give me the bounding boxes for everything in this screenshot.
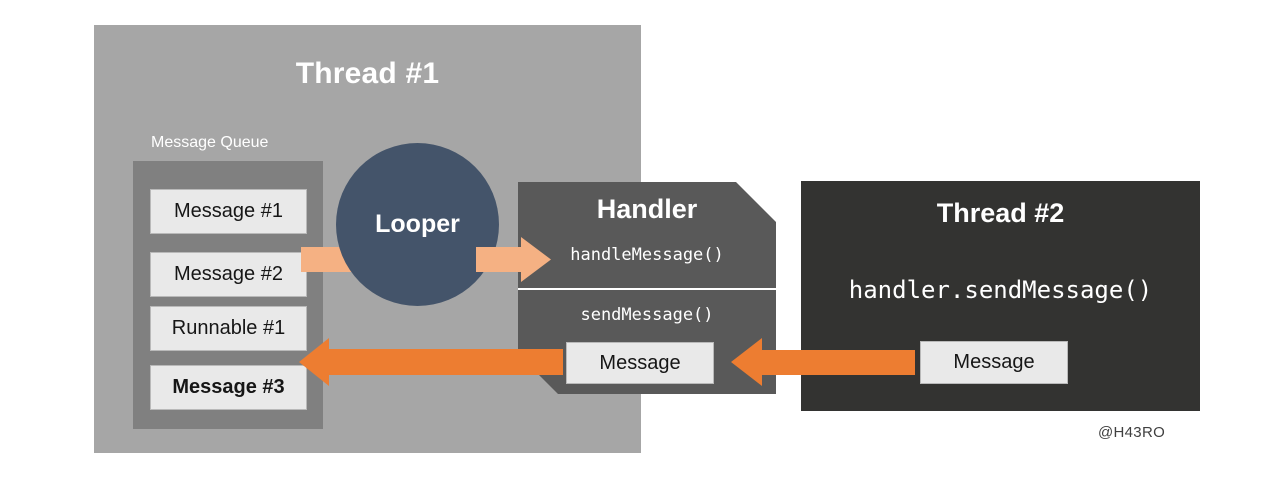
message-queue-label: Message Queue — [151, 134, 269, 151]
handler-handle-message-label: handleMessage() — [570, 245, 724, 265]
thread1-title: Thread #1 — [295, 57, 440, 90]
thread2-send-message-call: handler.sendMessage() — [848, 276, 1153, 304]
looper-node[interactable]: Looper — [336, 143, 499, 306]
handler-send-message-label: sendMessage() — [580, 305, 714, 325]
handler-title: Handler — [596, 194, 698, 224]
looper-label: Looper — [375, 210, 460, 238]
thread2-message-box[interactable]: Message — [920, 341, 1068, 384]
queue-item-message-2[interactable]: Message #2 — [150, 252, 307, 297]
watermark-credit: @H43RO — [1098, 424, 1166, 441]
queue-item-message-3[interactable]: Message #3 — [150, 365, 307, 410]
handler-divider — [518, 288, 776, 290]
queue-item-message-1[interactable]: Message #1 — [150, 189, 307, 234]
queue-item-runnable-1[interactable]: Runnable #1 — [150, 306, 307, 351]
thread2-title: Thread #2 — [936, 198, 1065, 228]
handler-message-box[interactable]: Message — [566, 342, 714, 384]
